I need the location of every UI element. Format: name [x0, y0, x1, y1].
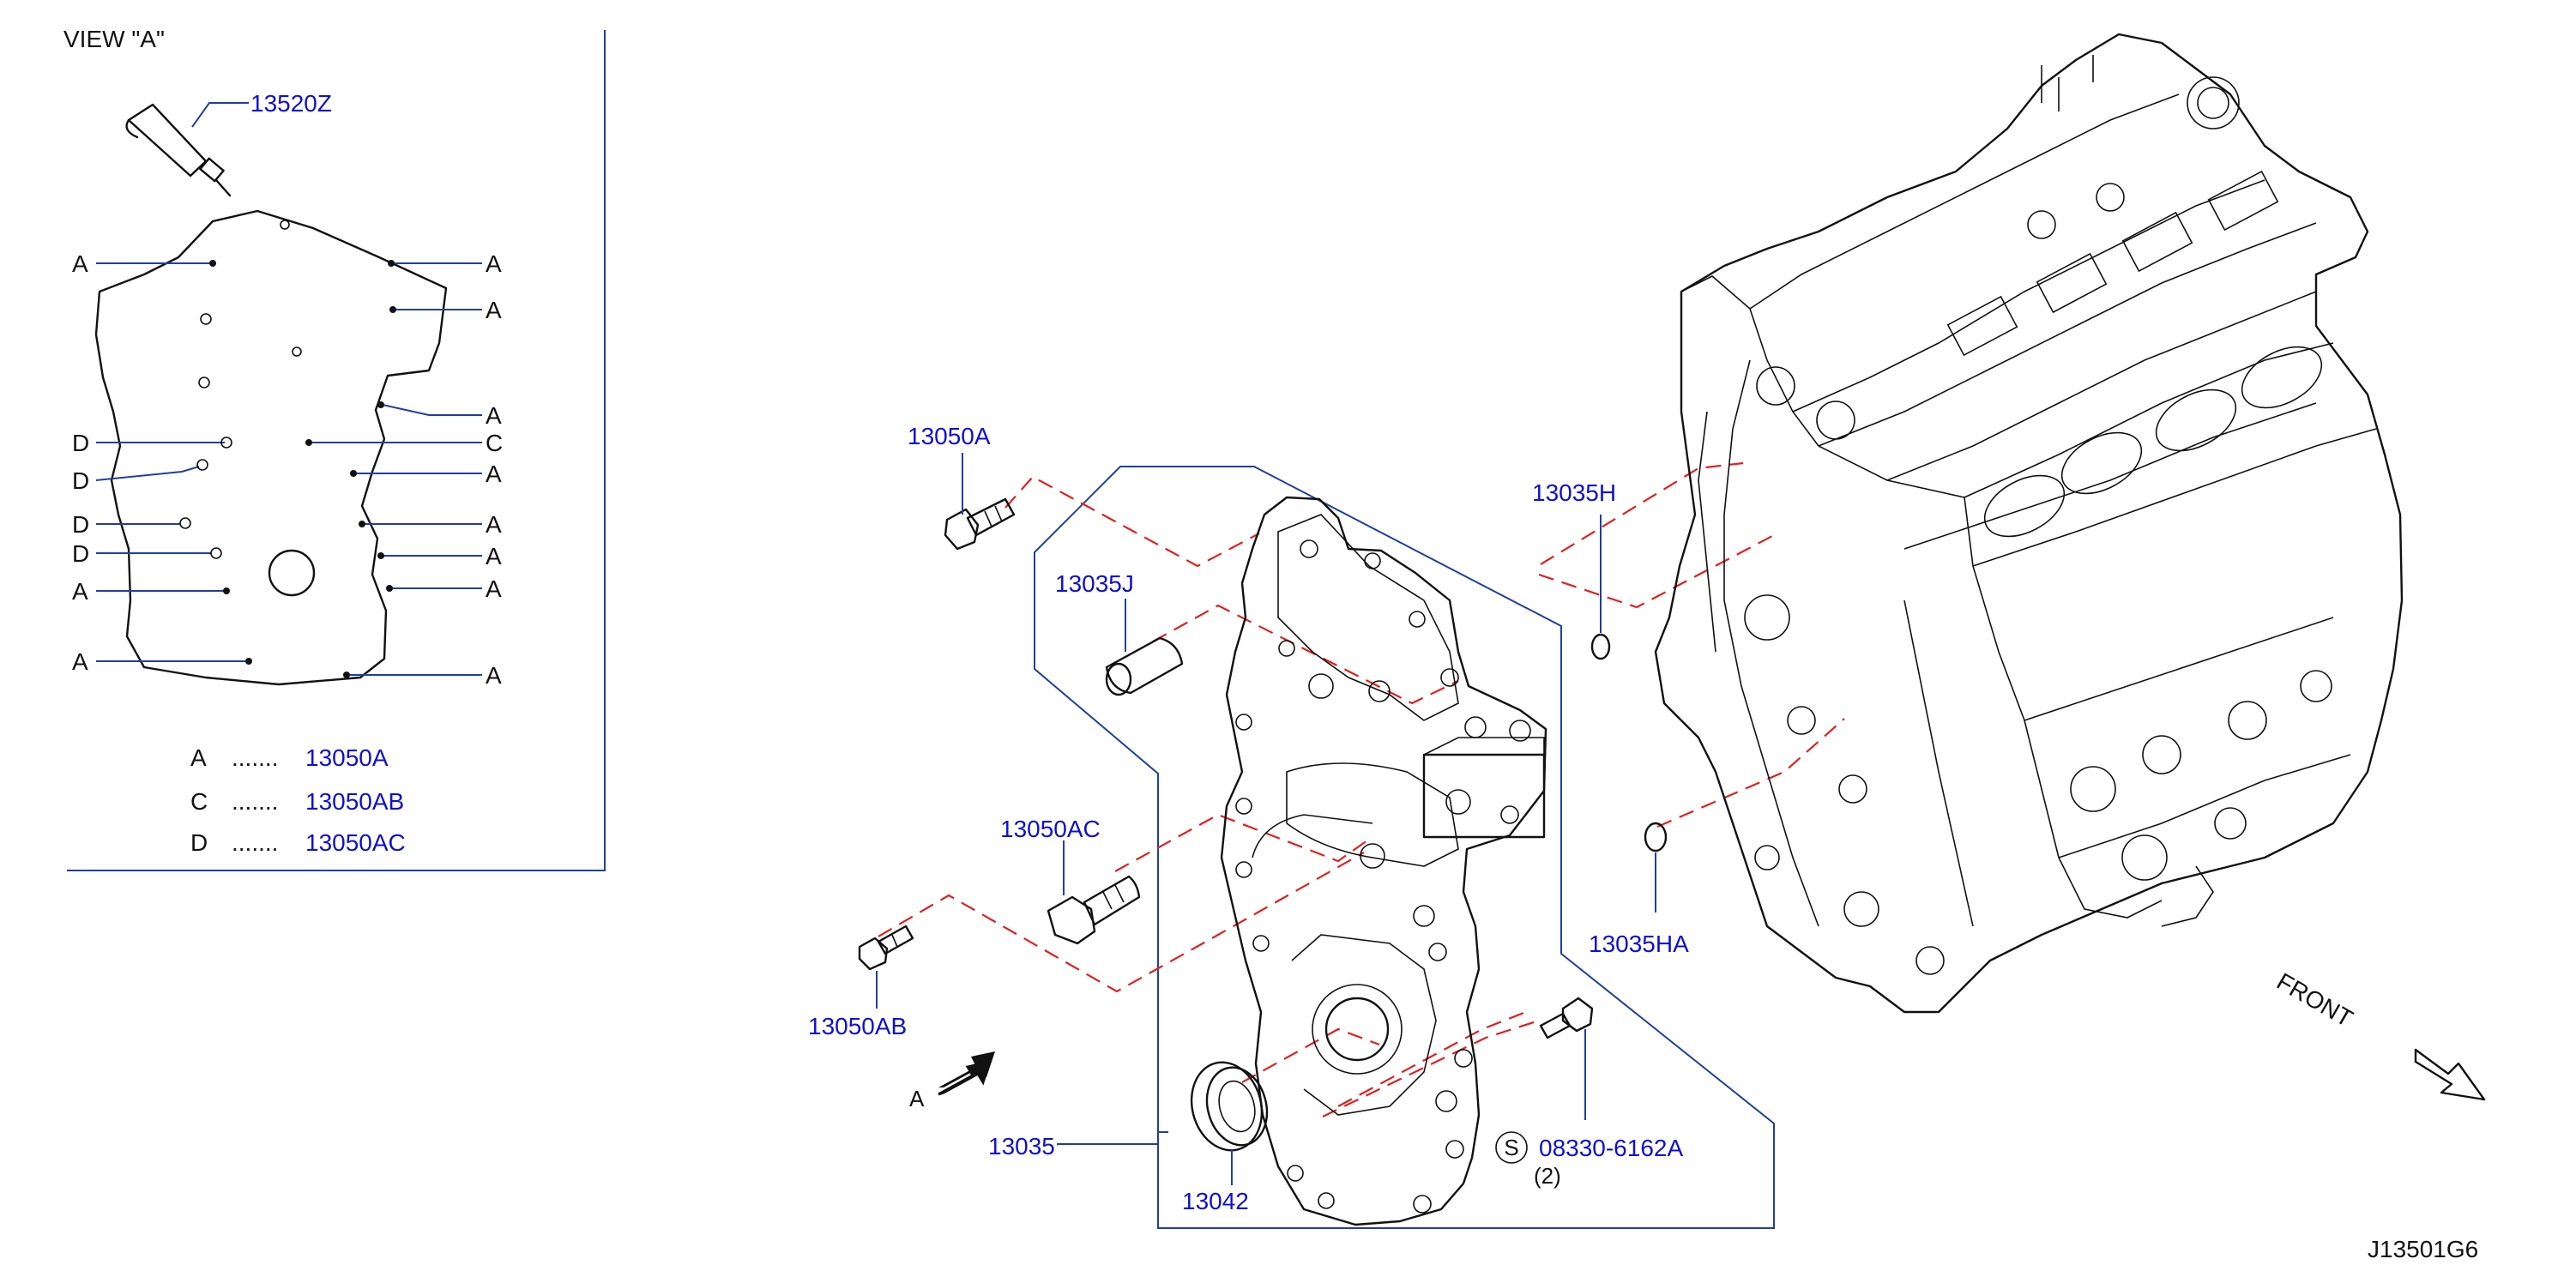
legend-dots: ....... [232, 788, 278, 815]
oil-seal-13042 [1190, 1061, 1269, 1152]
o-ring-13035HA [1644, 822, 1668, 852]
standard-part-s: S [1504, 1135, 1518, 1160]
callout-a: A [486, 662, 502, 689]
callout-d: D [72, 511, 89, 538]
callout-a: A [72, 578, 88, 605]
sealant-tube-icon [125, 103, 232, 197]
assembly-boundary [1034, 466, 1775, 1229]
o-ring-13035H [1590, 633, 1611, 660]
label-13520Z: 13520Z [250, 90, 332, 117]
label-13050A: 13050A [908, 423, 991, 449]
view-a-panel: VIEW "A" 13520Z [63, 26, 606, 871]
label-13050AC: 13050AC [1000, 816, 1101, 842]
bolt-08330-6162A [1539, 997, 1594, 1039]
leader-lines [876, 453, 1656, 1185]
callout-c: C [486, 430, 503, 456]
bolt-13050AC [1047, 875, 1141, 945]
bolt-13050AB [858, 925, 914, 971]
legend-letter: A [190, 744, 207, 771]
front-label: FRONT [2272, 967, 2357, 1032]
quantity-label: (2) [1534, 1163, 1561, 1189]
view-cover-outline [94, 209, 448, 686]
hidden-lines [878, 461, 1845, 1117]
callout-d: D [72, 430, 89, 456]
label-13035: 13035 [988, 1133, 1055, 1160]
legend-dots: ....... [232, 744, 278, 771]
label-13035HA: 13035HA [1589, 931, 1689, 957]
callout-d: D [72, 467, 89, 494]
diagram-id: J13501G6 [2368, 1236, 2478, 1262]
legend-part: 13050A [305, 744, 389, 771]
callout-a: A [486, 511, 502, 538]
timing-cover [1220, 496, 1547, 1226]
legend-letter: C [190, 788, 208, 815]
callout-a: A [486, 402, 502, 429]
callout-a: A [72, 250, 88, 277]
view-callouts [95, 260, 482, 678]
view-cover-hole [268, 549, 316, 597]
label-13050AB: 13050AB [808, 1013, 907, 1039]
crank-hole [1324, 997, 1390, 1062]
legend-letter: D [190, 829, 208, 856]
label-08330-6162A: 08330-6162A [1539, 1135, 1683, 1161]
callout-d: D [72, 540, 89, 567]
legend-part: 13050AC [305, 829, 406, 856]
dowel-13035J [1105, 636, 1184, 696]
front-arrow-icon [2414, 1048, 2486, 1101]
legend-dots: ....... [232, 829, 278, 856]
view-title: VIEW "A" [63, 26, 165, 52]
label-13035J: 13035J [1055, 570, 1134, 597]
standard-part-badge [1495, 1131, 1528, 1164]
cover-boss [1422, 753, 1546, 839]
callout-a: A [486, 250, 502, 277]
legend-part: 13050AB [305, 788, 404, 815]
arrow-a-label: A [909, 1086, 925, 1111]
callout-a: A [486, 543, 502, 569]
callout-a: A [486, 461, 502, 487]
callout-a: A [72, 648, 88, 675]
label-13042: 13042 [1182, 1188, 1249, 1214]
view-panel-border [67, 30, 606, 871]
view-legend: A ....... 13050A C ....... 13050AB D ...… [190, 744, 406, 856]
label-13035H: 13035H [1532, 479, 1616, 506]
callout-a: A [486, 575, 502, 602]
engine-block [1654, 33, 2404, 1014]
bolt-13050A [944, 497, 1016, 551]
view-a-arrow [938, 1051, 995, 1096]
callout-a: A [486, 297, 502, 323]
